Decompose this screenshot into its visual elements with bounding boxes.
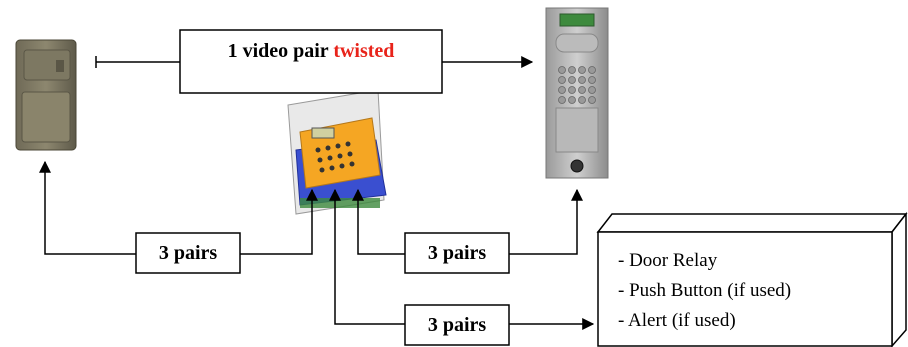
outputs-link-label: 3 pairs [428, 314, 487, 336]
door-controller-keypad-icon [287, 89, 387, 215]
output-item-alert: - Alert (if used) [618, 310, 736, 331]
indoor-monitor-icon [15, 39, 77, 151]
outputs-link-box [404, 304, 510, 346]
video-link-text: 1 video pair [228, 40, 334, 62]
video-link-box [179, 29, 443, 94]
output-item-push-button: - Push Button (if used) [618, 280, 791, 301]
monitor-link-box [135, 232, 241, 274]
monitor-link-label: 3 pairs [159, 242, 218, 264]
video-link-highlight: twisted [333, 40, 394, 62]
video-link-label: 1 video pair twisted [228, 40, 395, 62]
outdoor-entry-panel-icon [545, 7, 609, 179]
output-item-door-relay: - Door Relay [618, 250, 718, 271]
outputs-box: - Door Relay - Push Button (if used) - A… [596, 211, 908, 347]
panel-link-label: 3 pairs [428, 242, 487, 264]
